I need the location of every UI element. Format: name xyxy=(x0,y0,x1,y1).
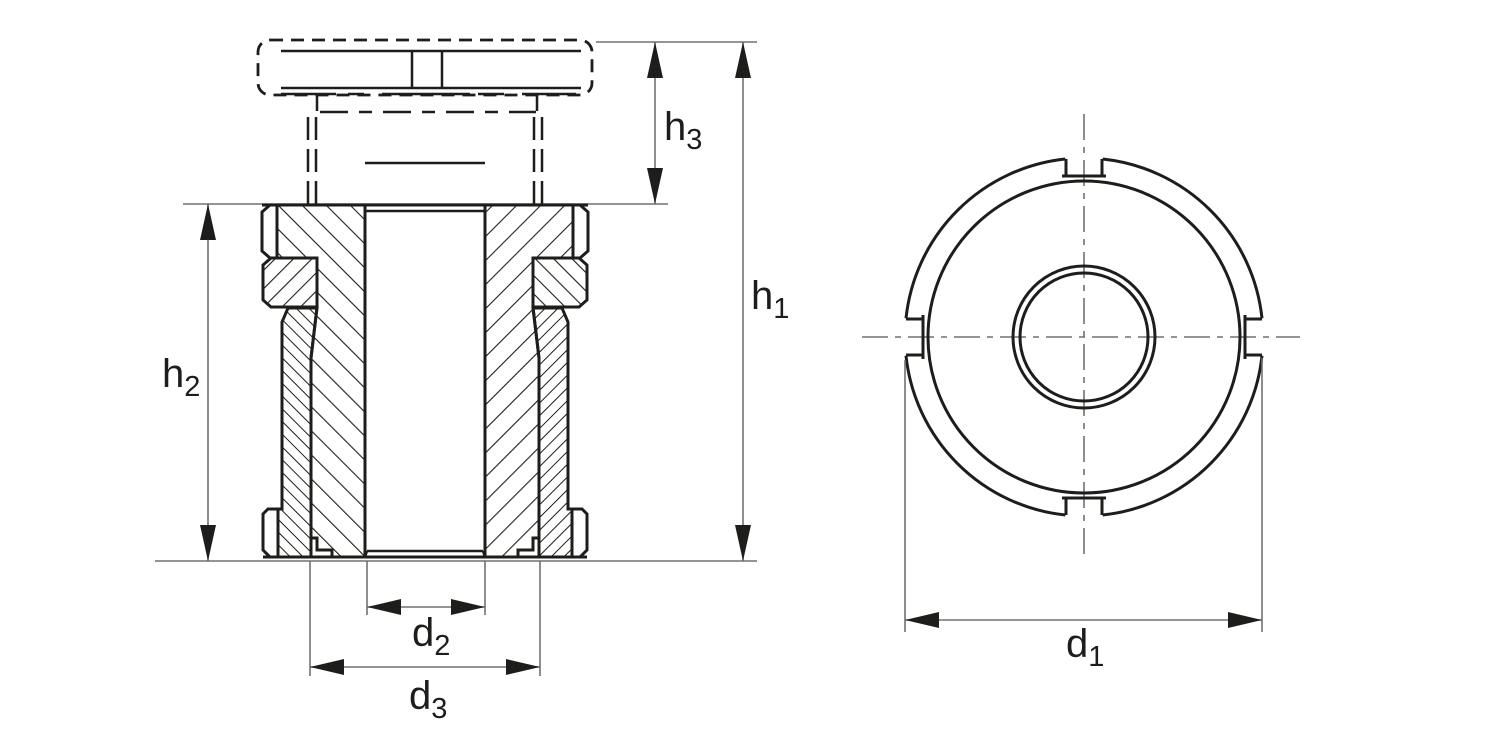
dimension-label-h2: h2 xyxy=(162,352,200,403)
arrowhead-right-icon xyxy=(451,599,485,615)
dimension-h1: h1 xyxy=(735,42,789,561)
collar-right xyxy=(531,256,589,309)
arrowhead-left-icon xyxy=(310,659,344,675)
arrowhead-down-icon xyxy=(200,525,216,561)
sleeve-left xyxy=(276,306,319,559)
dimension-label-d3: d3 xyxy=(409,674,447,725)
dimension-label-h3: h3 xyxy=(664,105,702,156)
rim-circle xyxy=(926,179,1242,495)
dimension-d2: d2 xyxy=(367,599,485,662)
dimension-d1: d1 xyxy=(904,358,1263,673)
insert-body-section xyxy=(260,203,590,559)
arrowhead-left-icon xyxy=(367,599,401,615)
head-rim-left xyxy=(260,203,279,260)
dimension-h3: h3 xyxy=(647,42,702,204)
plan-view: d1 xyxy=(862,114,1300,673)
arrowhead-up-icon xyxy=(200,204,216,240)
dimension-label-h1: h1 xyxy=(751,274,789,325)
arrowhead-up-icon xyxy=(647,42,663,78)
head-rim-right xyxy=(571,203,590,260)
sleeve-right xyxy=(531,306,574,559)
arrowhead-down-icon xyxy=(647,168,663,204)
phantom-tool xyxy=(256,38,594,204)
arrowhead-down-icon xyxy=(735,525,751,561)
flange-rim-left xyxy=(261,507,280,559)
arrowhead-up-icon xyxy=(735,42,751,78)
flange-rim-right xyxy=(570,507,589,559)
bore-outer-circle xyxy=(1011,264,1157,410)
tool-prongs xyxy=(306,117,544,204)
dimension-h2: h2 xyxy=(162,204,216,561)
arrowhead-left-icon xyxy=(905,612,939,628)
centerlines xyxy=(862,114,1300,560)
slot-north xyxy=(1062,159,1106,178)
section-view: h2 h3 h1 d2 d3 xyxy=(155,38,789,725)
slot-west xyxy=(906,315,925,359)
bore-inner-circle xyxy=(1018,271,1150,403)
slot-south xyxy=(1062,496,1106,515)
dimension-label-d2: d2 xyxy=(412,611,450,662)
collar-left xyxy=(261,256,319,309)
outer-circle xyxy=(904,157,1264,517)
arrowhead-right-icon xyxy=(1228,612,1262,628)
slot-east xyxy=(1243,315,1262,359)
dimension-d3: d3 xyxy=(310,659,540,725)
dimension-label-d1: d1 xyxy=(1066,622,1104,673)
arrowhead-right-icon xyxy=(506,659,540,675)
